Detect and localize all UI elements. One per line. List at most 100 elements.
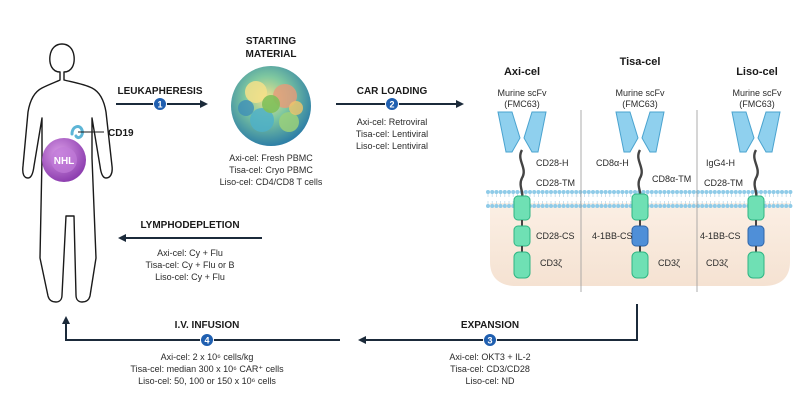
axi-scfv-domain [497,111,521,153]
lipid-head [494,204,499,208]
starting-material-liso: Liso-cel: CD4/CD8 T cells [220,177,323,187]
car-loading-axi: Axi-cel: Retroviral [357,117,428,127]
lipid-head [670,190,675,194]
lipid-head [540,190,545,194]
liso-tm-domain [747,195,765,221]
lipid-head [490,204,495,208]
lipid-head [675,204,679,208]
axi-costim-label: CD28-CS [536,231,575,241]
lipid-head [603,204,608,208]
liso-hinge-label: IgG4-H [706,158,735,168]
lipid-head [683,190,688,194]
lipid-head [603,190,608,194]
car-tisa-cel: Murine scFv (FMC63) CD8α-H CD8α-TM 4-1BB… [592,88,691,279]
lipid-head [649,190,654,194]
car-liso-cel: Murine scFv (FMC63) IgG4-H CD28-TM 4-1BB… [700,88,782,279]
lipid-head [536,204,541,208]
lipid-head [788,204,793,208]
axi-cd3z-label: CD3ζ [540,258,562,268]
step-car-loading: CAR LOADING 2 Axi-cel: Retroviral Tisa-c… [336,86,464,151]
lipid-head [712,190,717,194]
infusion-tisa: Tisa-cel: median 300 x 10⁶ CAR⁺ cells [130,364,284,374]
cell-blob [238,100,254,116]
lipid-head [641,190,646,194]
lipid-head [666,204,671,208]
lipid-head [511,190,516,194]
lipid-head [775,204,780,208]
lipid-head [700,190,705,194]
infusion-axi: Axi-cel: 2 x 10⁶ cells/kg [161,352,254,362]
axi-scfv-label: Murine scFv [497,88,547,98]
lipid-head [691,190,696,194]
lipid-head [549,204,553,208]
lipid-head [784,204,789,208]
car-axi-cel: Murine scFv (FMC63) CD28-H CD28-TM CD28-… [497,88,575,279]
lipid-head [662,204,667,208]
liso-costim-label: 4-1BB-CS [700,231,741,241]
axi-scfv-domain [523,111,547,153]
lipid-head [502,190,507,194]
lipid-head [515,190,520,194]
lipid-head [620,190,625,194]
liso-cd3z-label: CD3ζ [706,258,728,268]
cell-blob [262,95,280,113]
lipid-head [586,190,591,194]
lipid-head [633,190,637,194]
step-4-number: 4 [204,336,209,346]
lipid-head [578,204,583,208]
cd19-label: CD19 [108,128,134,139]
lipid-head [507,204,511,208]
axi-cd3z-domain [513,251,531,279]
lipid-head [746,190,751,194]
lipid-head [528,190,532,194]
car-loading-liso: Liso-cel: Lentiviral [356,141,428,151]
tisa-scfv-domain [615,111,639,153]
step-3-badge [483,333,497,347]
liso-scfv-clone: (FMC63) [739,99,775,109]
lipid-head [771,204,776,208]
lipid-head [599,190,604,194]
lipid-head [574,190,579,194]
lipid-head [658,204,663,208]
lipid-head [717,204,721,208]
lipid-head [721,190,726,194]
liso-scfv-label: Murine scFv [732,88,782,98]
lipid-head [679,190,684,194]
infusion-liso: Liso-cel: 50, 100 or 150 x 10⁶ cells [138,376,276,386]
cell-blob [250,108,274,132]
tisa-tm-domain [631,193,649,221]
step-1-title: LEUKAPHERESIS [117,86,202,97]
lipid-head [540,204,545,208]
axi-scfv-clone: (FMC63) [504,99,540,109]
lipid-head [679,204,684,208]
step-lymphodepletion: LYMPHODEPLETION Axi-cel: Cy + Flu Tisa-c… [118,220,262,282]
lipid-head [654,190,658,194]
tisa-costim-label: 4-1BB-CS [592,231,633,241]
tisa-cd3z-domain [631,251,649,279]
lipid-head [612,204,616,208]
lipid-head [729,204,734,208]
lipid-head [557,204,562,208]
axi-hinge-label: CD28-H [536,158,569,168]
lymphodepletion-axi: Axi-cel: Cy + Flu [157,248,223,258]
arrow-iv-infusion [62,316,340,341]
lipid-head [498,190,503,194]
lipid-head [771,190,776,194]
lipid-head [561,204,566,208]
lipid-head [708,204,713,208]
step-4-title: I.V. INFUSION [175,320,240,331]
tisa-tm-label: CD8α-TM [652,174,691,184]
lipid-head [532,204,537,208]
step-2-number: 2 [389,100,394,110]
axi-hinge [519,149,525,199]
lipid-head [700,204,705,208]
lipid-head [767,204,772,208]
lipid-head [532,190,537,194]
lipid-head [767,190,772,194]
lipid-head [565,190,570,194]
lipid-head [645,190,650,194]
lipid-head [586,204,591,208]
lipid-head [780,204,784,208]
lipid-head [704,190,709,194]
